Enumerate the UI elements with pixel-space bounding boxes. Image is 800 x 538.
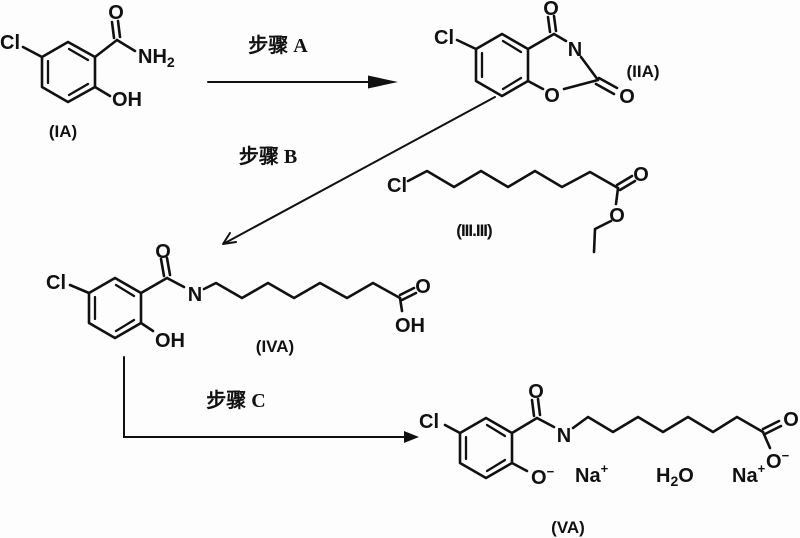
iva-acid-carbonyl-double-bond bbox=[398, 286, 418, 302]
iva-acid-oh-bond bbox=[398, 296, 404, 313]
arrow-step-b: 步骤 B bbox=[222, 96, 496, 245]
structure-ia: Cl O NH2 OH (IA) bbox=[0, 2, 175, 141]
va-substituent-bonds bbox=[443, 416, 556, 473]
iia-benzene-ring bbox=[474, 32, 530, 98]
va-carboxylate-double-bond bbox=[761, 419, 783, 436]
va-n-label: N bbox=[557, 425, 571, 447]
va-sodium-1-label: Na+ bbox=[575, 461, 609, 487]
iii-ester-o-bonds bbox=[592, 186, 620, 254]
step-b-arrow-line bbox=[224, 96, 496, 244]
va-carboxylate-o-minus-label: O− bbox=[766, 448, 790, 473]
iia-n-label: N bbox=[568, 39, 582, 61]
structure-va: Cl O N O O− O− Na+ H2O Na+ (VA) bbox=[419, 381, 799, 537]
arrow-step-c: 步骤 C bbox=[123, 356, 419, 443]
va-amide-carbonyl-double-bond bbox=[530, 397, 542, 418]
iia-oxazine-ring-bonds bbox=[526, 32, 600, 91]
iia-top-o-label: O bbox=[543, 0, 559, 20]
iia-cl-bond bbox=[455, 38, 478, 51]
step-a-label: 步骤 A bbox=[248, 34, 308, 57]
iia-ring-o-label: O bbox=[544, 85, 560, 107]
va-water-label: H2O bbox=[656, 465, 694, 489]
ia-oh-label: OH bbox=[112, 89, 142, 111]
ia-cl-label: Cl bbox=[0, 32, 20, 54]
va-carboxylate-o-label: O bbox=[783, 409, 799, 431]
iii-compound-label: (III.III) bbox=[456, 221, 492, 240]
va-chain-bonds bbox=[571, 415, 765, 434]
iva-substituent-bonds bbox=[68, 276, 186, 333]
ia-benzene-ring bbox=[40, 40, 97, 104]
va-aromatic-inner-bonds bbox=[464, 423, 507, 473]
step-c-arrowhead-icon bbox=[404, 431, 419, 443]
va-phenolate-o-minus-label: O− bbox=[531, 464, 555, 489]
iii-ester-carbonyl-double-bond bbox=[615, 174, 637, 192]
iva-acid-o-label: O bbox=[415, 276, 431, 298]
step-c-arrow-line bbox=[123, 356, 407, 438]
va-carboxylate-o-bond bbox=[761, 430, 772, 450]
va-benzene-ring bbox=[458, 416, 514, 480]
structure-iva: Cl O N OH O OH (IVA) bbox=[46, 241, 431, 356]
va-cl-label: Cl bbox=[419, 411, 439, 433]
iii-cl-label: Cl bbox=[387, 175, 407, 197]
structure-iia: Cl O N O O (IIA) bbox=[434, 0, 660, 108]
iia-c2-carbonyl-double-bond bbox=[594, 76, 619, 96]
iva-amide-o-label: O bbox=[155, 241, 171, 263]
ia-aromatic-inner-bonds bbox=[46, 47, 90, 97]
iia-aromatic-inner-bonds bbox=[480, 39, 523, 91]
iva-chain-bonds bbox=[202, 281, 402, 300]
iva-acid-oh-label: OH bbox=[395, 315, 425, 337]
ia-compound-label: (IA) bbox=[49, 122, 77, 141]
va-amide-o-label: O bbox=[528, 381, 544, 403]
iii-carbonyl-o-label: O bbox=[633, 164, 649, 186]
step-b-arrowhead-icon bbox=[222, 232, 237, 245]
iia-cl-label: Cl bbox=[434, 27, 454, 49]
iva-n-label: N bbox=[188, 284, 202, 306]
iva-compound-label: (IVA) bbox=[256, 337, 294, 356]
ia-carbonyl-o-label: O bbox=[108, 2, 124, 24]
iii-ester-o-label: O bbox=[609, 205, 625, 227]
va-compound-label: (VA) bbox=[551, 518, 585, 537]
ia-substituent-bonds bbox=[21, 38, 137, 98]
step-b-label: 步骤 B bbox=[239, 145, 297, 168]
iia-exo-o-label: O bbox=[619, 86, 635, 108]
step-c-label: 步骤 C bbox=[206, 389, 265, 412]
iva-cl-label: Cl bbox=[46, 272, 66, 294]
iia-compound-label: (IIA) bbox=[626, 62, 659, 81]
iii-chain-bonds bbox=[406, 169, 620, 190]
iia-c4-carbonyl-double-bond bbox=[546, 14, 558, 34]
arrow-step-a: 步骤 A bbox=[207, 34, 398, 89]
structure-iii: Cl O O (III.III) bbox=[387, 164, 649, 254]
ia-nh2-label: NH2 bbox=[138, 46, 175, 70]
va-sodium-2-label: Na+ bbox=[732, 461, 766, 487]
iva-aromatic-inner-bonds bbox=[93, 283, 136, 333]
iva-amide-carbonyl-double-bond bbox=[159, 256, 172, 278]
ia-carbonyl-double-bond bbox=[110, 19, 122, 40]
step-a-arrowhead-icon bbox=[368, 75, 398, 89]
iva-benzene-ring bbox=[87, 276, 143, 340]
iva-phenol-oh-label: OH bbox=[155, 330, 185, 352]
